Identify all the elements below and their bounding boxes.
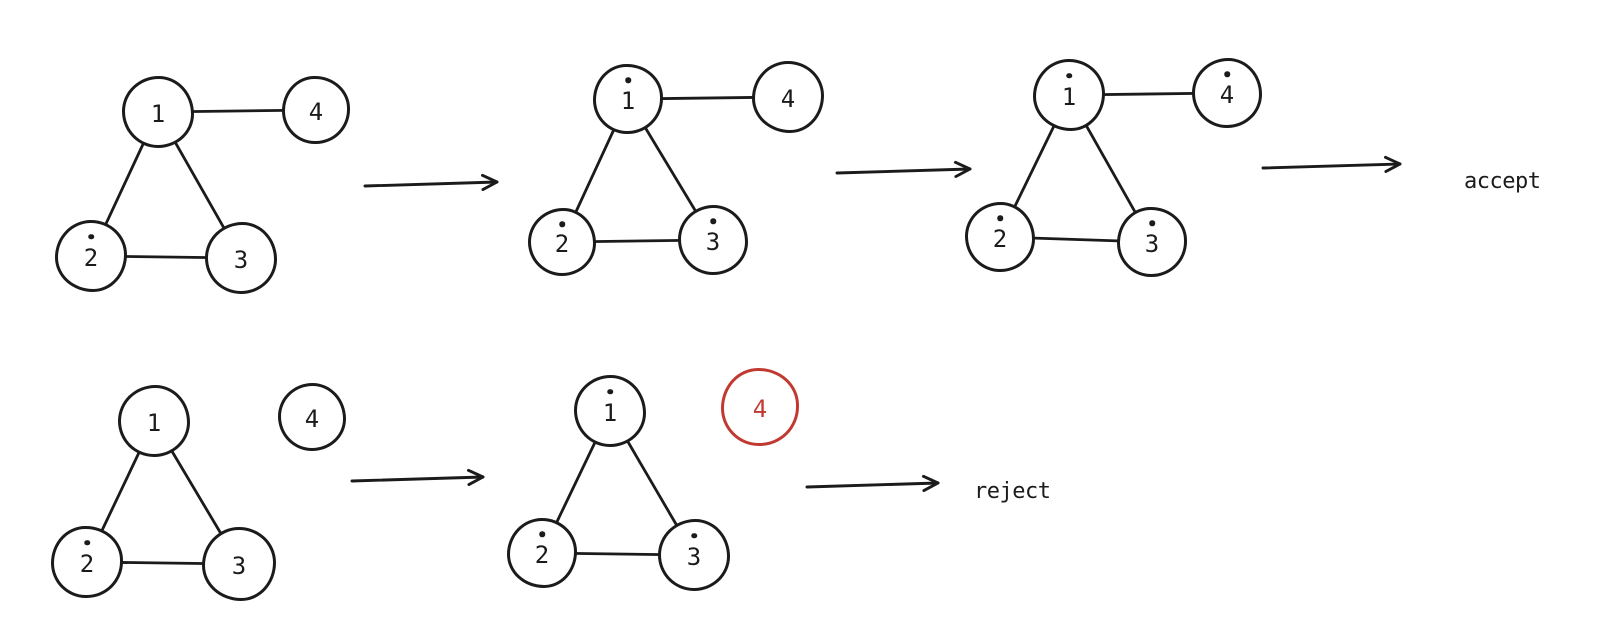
node-label-row1-step3-2: 2 xyxy=(992,224,1008,253)
flow-arrow-4 xyxy=(350,468,485,486)
node-label-row1-step1-2: 2 xyxy=(83,243,99,272)
mark-dot-icon xyxy=(997,215,1003,222)
node-label-row2-step1-3: 3 xyxy=(231,552,247,581)
mark-dot-icon xyxy=(625,77,631,84)
node-label-row1-step1-1: 1 xyxy=(150,99,166,128)
arrow-head-icon xyxy=(954,160,972,178)
arrow-shaft xyxy=(1261,162,1402,170)
graph-node-row1-step3-2: 2 xyxy=(965,202,1035,272)
node-label-row1-step3-3: 3 xyxy=(1144,229,1160,258)
node-label-row2-step2-2: 2 xyxy=(534,540,550,569)
node-label-row1-step2-2: 2 xyxy=(554,229,570,258)
flow-arrow-3 xyxy=(1261,155,1402,173)
accept-label: accept xyxy=(1464,169,1541,194)
graph-node-row1-step3-4: 4 xyxy=(1192,58,1262,128)
node-label-row2-step2-3: 3 xyxy=(686,542,702,571)
mark-dot-icon xyxy=(691,533,697,539)
graph-node-row1-step2-3: 3 xyxy=(678,205,748,275)
mark-dot-icon xyxy=(1149,220,1155,227)
node-label-row1-step1-4: 4 xyxy=(308,97,324,126)
mark-dot-icon xyxy=(559,221,565,227)
mark-dot-icon xyxy=(88,234,94,240)
mark-dot-icon xyxy=(1224,71,1230,78)
graph-node-row1-step3-3: 3 xyxy=(1117,207,1187,277)
graph-node-row2-step1-2: 2 xyxy=(51,526,123,598)
arrow-shaft xyxy=(805,481,940,489)
node-label-row1-step1-3: 3 xyxy=(233,245,249,274)
mark-dot-icon xyxy=(1066,73,1072,79)
node-label-row2-step1-1: 1 xyxy=(146,408,162,437)
graph-node-row2-step2-4: 4 xyxy=(721,368,799,446)
arrow-head-icon xyxy=(467,468,485,486)
graph-node-row1-step2-4: 4 xyxy=(752,61,824,133)
mark-dot-icon xyxy=(539,531,545,538)
flow-arrow-5 xyxy=(805,474,940,492)
node-label-row1-step2-3: 3 xyxy=(705,227,721,256)
mark-dot-icon xyxy=(710,218,716,225)
graph-node-row1-step1-1: 1 xyxy=(122,76,194,148)
graph-node-row2-step1-1: 1 xyxy=(118,385,190,457)
node-label-row1-step2-1: 1 xyxy=(620,86,636,115)
graph-node-row2-step2-1: 1 xyxy=(574,375,646,447)
graph-node-row1-step2-1: 1 xyxy=(593,64,663,134)
node-label-row2-step2-4: 4 xyxy=(752,395,768,424)
arrow-head-icon xyxy=(922,474,940,492)
arrow-shaft xyxy=(363,180,499,188)
graph-node-row1-step1-4: 4 xyxy=(282,76,350,144)
graph-node-row1-step1-3: 3 xyxy=(205,222,277,294)
mark-dot-icon xyxy=(607,389,613,395)
node-label-row2-step1-4: 4 xyxy=(304,404,320,433)
arrow-shaft xyxy=(835,167,972,175)
arrow-head-icon xyxy=(1384,155,1402,173)
graph-node-row2-step2-3: 3 xyxy=(658,519,730,591)
graph-node-row1-step3-1: 1 xyxy=(1033,59,1105,131)
node-label-row1-step3-1: 1 xyxy=(1061,82,1077,111)
graph-node-row1-step2-2: 2 xyxy=(528,208,596,276)
node-label-row2-step2-1: 1 xyxy=(602,398,618,427)
arrow-head-icon xyxy=(481,173,499,191)
flow-arrow-2 xyxy=(835,160,972,178)
node-label-row1-step3-4: 4 xyxy=(1219,80,1235,109)
flow-arrow-1 xyxy=(363,173,499,191)
node-label-row1-step2-4: 4 xyxy=(780,84,796,113)
arrow-shaft xyxy=(350,475,485,483)
graph-node-row2-step2-2: 2 xyxy=(507,518,577,588)
node-label-row2-step1-2: 2 xyxy=(79,549,95,578)
graph-node-row2-step1-3: 3 xyxy=(202,527,276,601)
reject-label: reject xyxy=(974,479,1051,504)
mark-dot-icon xyxy=(84,540,90,546)
graph-node-row2-step1-4: 4 xyxy=(278,383,346,451)
graph-node-row1-step1-2: 2 xyxy=(55,220,127,292)
